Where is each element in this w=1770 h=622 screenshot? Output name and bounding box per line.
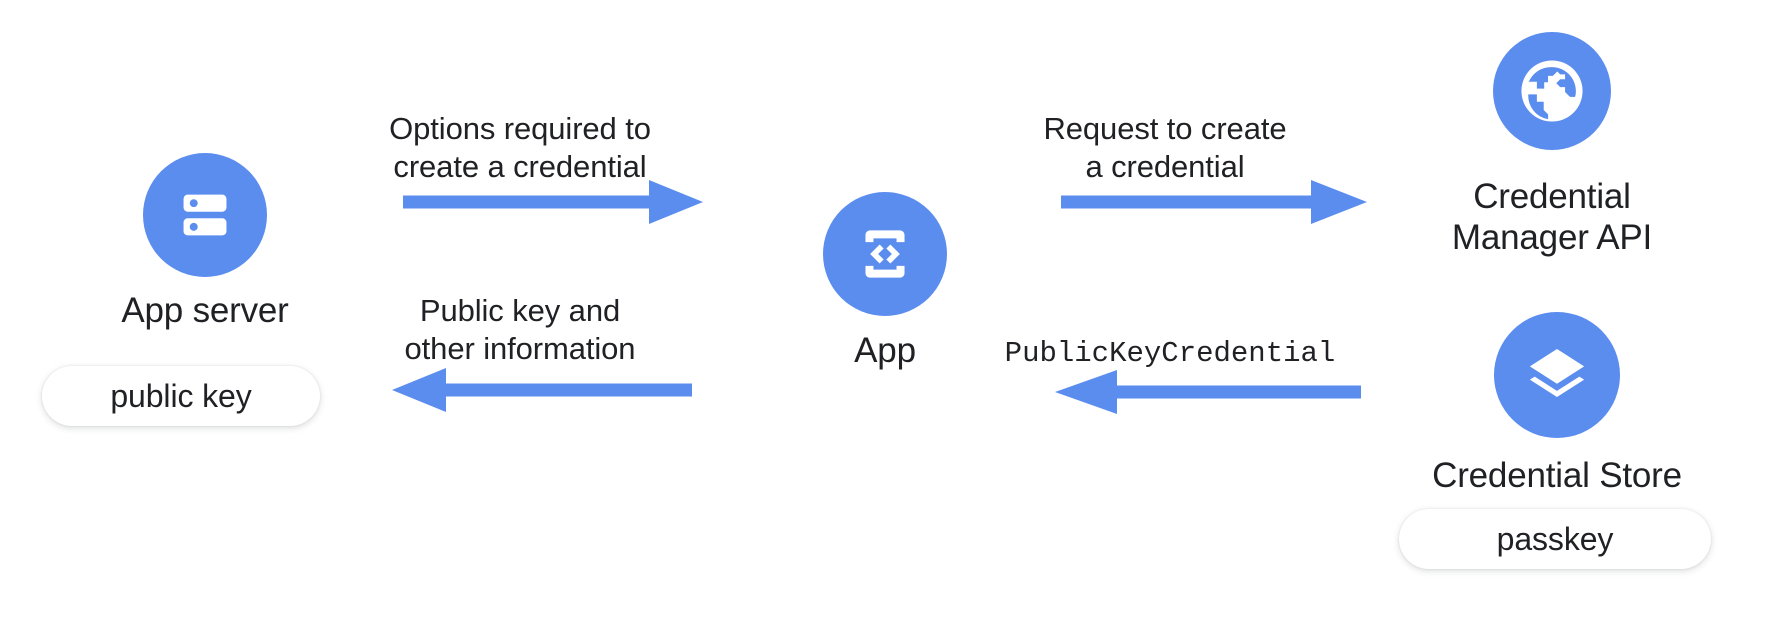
credential-manager-api-label: Credential Manager API [1451,177,1653,258]
credential-store-icon-badge [1494,312,1620,438]
credential-store-chip-passkey: passkey [1399,509,1711,569]
app-server-label: App server [121,291,289,330]
app-device-code-icon [852,221,918,287]
server-icon [172,182,238,248]
layers-icon [1522,340,1592,410]
flow-arrow-public-key-and-other-information [392,366,692,414]
app-icon-badge [823,192,947,316]
globe-icon [1513,52,1591,130]
app-server-icon-badge [143,153,267,277]
flow-label-options-required: Options required to create a credential [389,111,651,185]
credential-store-label: Credential Store [1432,456,1682,495]
flow-arrow-request-to-create [1061,178,1367,226]
flow-label-public-key-credential: PublicKeyCredential [1004,337,1336,370]
app-label: App [854,331,916,370]
flow-label-public-key-and-other-information: Public key and other information [404,293,636,367]
flow-label-request-to-create: Request to create a credential [1043,111,1287,185]
app-server-chip-public-key: public key [42,366,320,426]
credential-manager-api-icon-badge [1493,32,1611,150]
flow-arrow-options-required [403,178,703,226]
flow-arrow-public-key-credential [1055,368,1361,416]
